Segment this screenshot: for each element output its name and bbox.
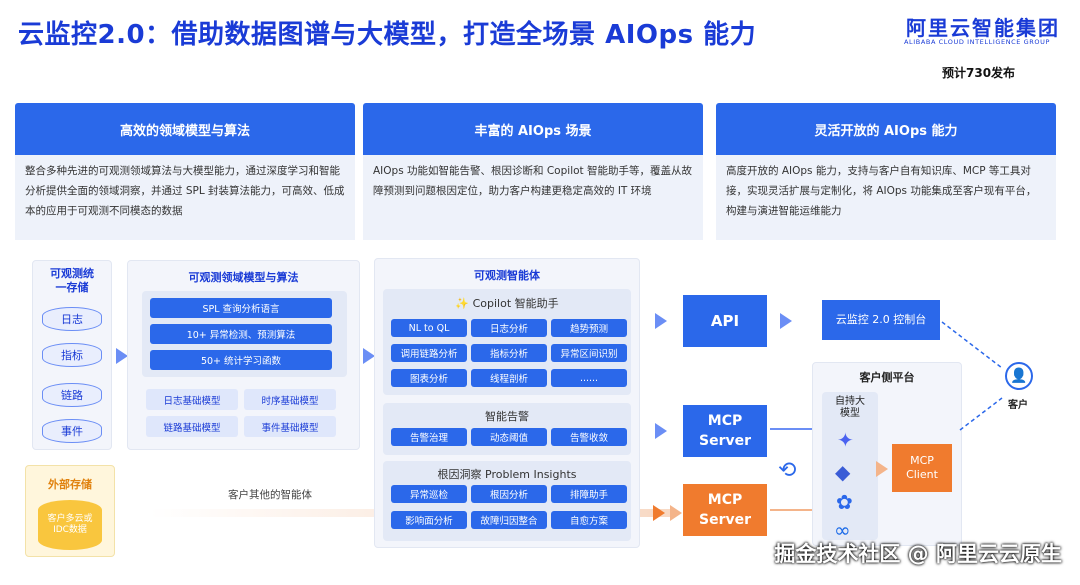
mcp-client-box: MCP Client	[892, 444, 952, 492]
alert-item: 动态阈值	[471, 428, 547, 446]
copilot-title: Copilot 智能助手	[472, 297, 559, 310]
rca-item: 故障归因整合	[471, 511, 547, 529]
algo-detection: 10+ 异常检测、预测算法	[150, 324, 332, 344]
base-log: 日志基础模型	[146, 389, 238, 410]
llm-column	[822, 392, 878, 540]
api-box: API	[683, 295, 767, 347]
storage-metric: 指标	[42, 343, 102, 367]
customer-platform-title: 客户侧平台	[859, 371, 915, 384]
dashed-line-console-customer	[941, 321, 1003, 369]
release-note: 预计730发布	[942, 66, 1016, 80]
external-storage-panel: 外部存储 客户多云或IDC数据	[25, 465, 115, 557]
agent-panel: 可观测智能体 ✨ Copilot 智能助手 NL to QL 日志分析 趋势预测…	[374, 258, 640, 548]
copilot-item: 异常区间识别	[551, 344, 627, 362]
feature-1-desc: 整合多种先进的可观测领域算法与大模型能力，通过深度学习和智能分析提供全面的领域洞…	[15, 155, 355, 240]
watermark: 掘金技术社区 @ 阿里云云原生	[774, 542, 1062, 566]
copilot-header: ✨ Copilot 智能助手	[383, 295, 631, 311]
rca-item: 排障助手	[551, 485, 627, 503]
alert-title: 智能告警	[485, 410, 529, 423]
storage-log: 日志	[42, 307, 102, 331]
arrow-storage-to-models	[116, 348, 128, 364]
openai-logo-icon: ✿	[836, 490, 853, 514]
rca-item: 自愈方案	[551, 511, 627, 529]
copilot-item: 线程剖析	[471, 369, 547, 387]
arrow-to-console	[780, 313, 792, 329]
page-title: 云监控2.0：借助数据图谱与大模型，打造全场景 AIOps 能力	[18, 20, 757, 50]
feature-3-title: 灵活开放的 AIOps 能力	[716, 103, 1056, 155]
rca-item: 根因分析	[471, 485, 547, 503]
alert-item: 告警收敛	[551, 428, 627, 446]
line-mcp2-to-client	[770, 509, 820, 511]
copilot-item: 图表分析	[391, 369, 467, 387]
models-panel: 可观测领域模型与算法 SPL 查询分析语言 10+ 异常检测、预测算法 50+ …	[127, 260, 360, 450]
model-logo-icon: ✦	[837, 428, 854, 452]
console-box: 云监控 2.0 控制台	[822, 300, 940, 340]
models-title: 可观测领域模型与算法	[188, 271, 299, 284]
arrow-to-mcp	[655, 423, 667, 439]
external-storage-title: 外部存储	[48, 478, 92, 491]
arrow-to-api	[655, 313, 667, 329]
feature-2-title: 丰富的 AIOps 场景	[363, 103, 703, 155]
copilot-item: 日志分析	[471, 319, 547, 337]
sparkle-icon: ✨	[455, 297, 470, 310]
dashed-line-platform-customer	[959, 397, 1003, 431]
base-event: 事件基础模型	[244, 416, 336, 437]
rca-item: 异常巡检	[391, 485, 467, 503]
copilot-item: 指标分析	[471, 344, 547, 362]
algo-stat: 50+ 统计学习函数	[150, 350, 332, 370]
copilot-item: ......	[551, 369, 627, 387]
llm-label: 自持大模型	[835, 396, 865, 419]
sync-icon: ⟲	[778, 458, 797, 483]
external-storage-cylinder: 客户多云或IDC数据	[38, 500, 102, 550]
customer-icon: 👤	[1005, 362, 1033, 390]
external-flow-arrowhead	[670, 505, 682, 521]
storage-trace: 链路	[42, 383, 102, 407]
dashed-connectors	[941, 321, 1003, 431]
copilot-item: 调用链路分析	[391, 344, 467, 362]
feature-1-title: 高效的领域模型与算法	[15, 103, 355, 155]
arrow-llm-to-client	[876, 461, 888, 477]
storage-panel: 可观测统一存储 日志 指标 链路 事件	[32, 260, 112, 450]
arrow-models-to-agent	[363, 348, 375, 364]
customer-label: 客户	[1008, 400, 1028, 411]
alibaba-logo-text: 阿里云智能集团	[906, 16, 1060, 40]
deepseek-logo-icon: ◆	[835, 460, 851, 484]
storage-title: 可观测统一存储	[50, 267, 94, 294]
mcp-server-box: MCP Server	[683, 405, 767, 457]
copilot-item: 趋势预测	[551, 319, 627, 337]
alibaba-logo-subtext: ALIBABA CLOUD INTELLIGENCE GROUP	[904, 38, 1051, 46]
mcp-server-box-orange: MCP Server	[683, 484, 767, 536]
storage-event: 事件	[42, 419, 102, 443]
base-ts: 时序基础模型	[244, 389, 336, 410]
alert-item: 告警治理	[391, 428, 467, 446]
line-mcp-to-client	[770, 428, 820, 430]
external-flow-label: 客户其他的智能体	[228, 489, 312, 501]
feature-3-desc: 高度开放的 AIOps 能力，支持与客户自有知识库、MCP 等工具对接，实现灵活…	[716, 155, 1056, 240]
meta-logo-icon: ∞	[834, 518, 851, 542]
algo-spl: SPL 查询分析语言	[150, 298, 332, 318]
feature-2-desc: AIOps 功能如智能告警、根因诊断和 Copilot 智能助手等，覆盖从故障预…	[363, 155, 703, 240]
rca-item: 影响面分析	[391, 511, 467, 529]
rca-title: 根因洞察 Problem Insights	[437, 468, 577, 481]
arrow-to-mcp-orange	[653, 505, 665, 521]
base-trace: 链路基础模型	[146, 416, 238, 437]
copilot-item: NL to QL	[391, 319, 467, 337]
agent-title: 可观测智能体	[474, 269, 540, 282]
